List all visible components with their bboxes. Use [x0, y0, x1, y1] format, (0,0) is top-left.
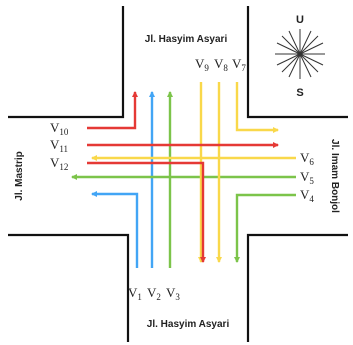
- flow-label-v3: V3: [166, 285, 180, 302]
- flow-label-v2: V2: [147, 285, 161, 302]
- flow-v10: [87, 91, 138, 130]
- compass-rose-icon: U S: [275, 14, 325, 99]
- road-label-south: Jl. Hasyim Asyari: [147, 319, 230, 330]
- flow-label-v9: V9: [195, 56, 209, 73]
- flow-v12: [87, 161, 206, 263]
- flow-v4: [234, 193, 296, 263]
- compass-south-label: S: [296, 87, 303, 99]
- road-label-north: Jl. Hasyim Asyari: [145, 34, 228, 45]
- flow-label-v11: V11: [50, 137, 68, 154]
- curb-north-east: [246, 6, 348, 119]
- flow-label-v4: V4: [300, 187, 314, 204]
- flow-label-v1: V1: [128, 285, 142, 302]
- road-edges: [8, 6, 348, 342]
- curb-north-west: [8, 6, 125, 119]
- curb-south-west: [8, 233, 130, 342]
- flow-label-v8: V8: [214, 56, 228, 73]
- flow-label-v6: V6: [300, 150, 314, 167]
- traffic-flows: [71, 82, 296, 268]
- flow-labels: V1 V2 V3 V4 V5 V6 V7 V8 V9 V10 V11 V12: [50, 56, 314, 302]
- flow-label-v7: V7: [232, 56, 246, 73]
- road-label-west: Jl. Mastrip: [14, 151, 25, 200]
- flow-label-v5: V5: [300, 169, 314, 186]
- flow-label-v10: V10: [50, 120, 69, 137]
- curb-south-east: [246, 233, 348, 342]
- road-label-east: Jl. Imam Bonjol: [329, 139, 340, 213]
- compass-north-label: U: [296, 14, 304, 26]
- flow-v7: [235, 82, 279, 133]
- flow-label-v12: V12: [50, 155, 68, 172]
- flow-v1: [91, 191, 139, 268]
